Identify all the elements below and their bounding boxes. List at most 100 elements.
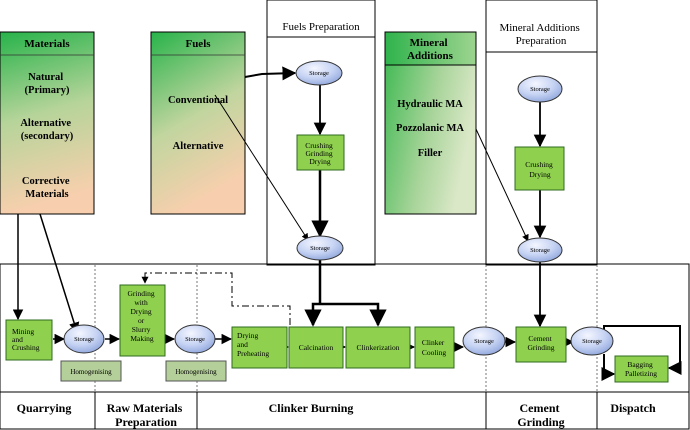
materials-item-alternative: Alternative (secondary) xyxy=(20,118,73,142)
calcination-box xyxy=(288,326,344,369)
clinkerization-box xyxy=(345,326,411,369)
stage-quarrying: Quarrying xyxy=(17,401,72,415)
mining-crushing-box xyxy=(5,319,53,361)
storage-ellipse-raw-2 xyxy=(174,324,216,354)
flow-lines xyxy=(12,66,682,381)
mineral-additions-title: Mineral Additions xyxy=(407,37,454,62)
flow-fuel-storage-to-calcination xyxy=(304,302,322,327)
materials-panel xyxy=(0,31,95,215)
materials-item-line: Alternative xyxy=(20,118,71,129)
flow-storage-to-bagging xyxy=(603,325,682,375)
flow-storage-to-bagging-lower xyxy=(601,354,616,381)
mineral-additions-preparation-header: Mineral Additions Preparation xyxy=(499,22,582,47)
fuels-panel xyxy=(150,31,246,215)
grinding-drying-line: or xyxy=(138,316,145,325)
bagging-box xyxy=(614,355,669,383)
storage-label: Storage xyxy=(310,245,330,252)
mineral-additions-preparation-line: Mineral Additions xyxy=(499,22,579,34)
storage-label: Storage xyxy=(530,247,550,254)
storage-label: Storage xyxy=(74,336,94,343)
mining-crushing-line: Mining xyxy=(12,327,34,336)
cement-grinding-box xyxy=(515,326,567,363)
fuels-title: Fuels xyxy=(185,38,211,50)
drying-preheating-line: Drying xyxy=(237,331,258,340)
clinker-cooling-label: Clinker Cooling xyxy=(422,338,447,357)
ma-item-filler: Filler xyxy=(418,148,443,159)
storage-label: Storage xyxy=(185,336,205,343)
fuels-crushing-box xyxy=(296,134,345,171)
grinding-drying-line: Grinding xyxy=(128,289,155,298)
storage-label: Storage xyxy=(582,338,602,345)
storage-ellipse-ma-bottom xyxy=(517,237,563,263)
fuels-crushing-line: Grinding xyxy=(306,149,333,158)
grinding-drying-line: Slurry xyxy=(132,325,151,334)
storage-label: Storage xyxy=(309,70,329,77)
mining-crushing-line: and xyxy=(12,335,23,344)
fuels-item-conventional: Conventional xyxy=(168,95,228,106)
fuels-item-alternative: Alternative xyxy=(173,141,224,152)
stage-bar xyxy=(0,391,690,430)
ma-crushing-box xyxy=(514,146,565,191)
grinding-drying-box xyxy=(119,284,166,357)
flow-materials-to-storage xyxy=(39,213,80,334)
ma-crushing-line: Crushing xyxy=(525,160,553,169)
stage-clinker-burning: Clinker Burning xyxy=(269,401,354,415)
drying-preheating-line: and xyxy=(237,340,248,349)
materials-item-line: Corrective xyxy=(22,176,70,187)
stage-raw-materials: Raw Materials Preparation xyxy=(107,401,186,429)
fuels-crushing-line: Crushing xyxy=(305,141,333,150)
fuels-preparation-header: Fuels Preparation xyxy=(282,21,360,33)
storage-label: Storage xyxy=(530,86,550,93)
ma-crushing-label: Crushing Drying xyxy=(525,160,554,179)
ma-crushing-line: Drying xyxy=(529,170,550,179)
mineral-additions-preparation-line: Preparation xyxy=(516,35,567,47)
cement-grinding-box-label: Cement Grinding xyxy=(527,334,554,352)
cement-grinding-box-line: Cement xyxy=(528,334,552,343)
stage-cement-grinding-line: Grinding xyxy=(517,415,564,429)
grinding-drying-line: Drying xyxy=(130,307,151,316)
grinding-drying-line: with xyxy=(134,298,148,307)
drying-preheating-box xyxy=(231,326,288,369)
mining-crushing-line: Crushing xyxy=(12,343,40,352)
cement-grinding-box-line: Grinding xyxy=(527,343,554,352)
bagging-line: Palletizing xyxy=(625,369,657,378)
materials-title: Materials xyxy=(24,38,70,50)
clinker-cooling-box xyxy=(414,326,455,369)
flow-recirculation-line xyxy=(141,272,291,325)
stage-raw-materials-line: Preparation xyxy=(115,415,177,429)
storage-ellipse-ma-top xyxy=(517,75,563,103)
clinker-cooling-line: Cooling xyxy=(422,348,446,357)
grinding-drying-label: Grinding with Drying or Slurry Making xyxy=(128,289,157,343)
drying-preheating-label: Drying and Preheating xyxy=(237,331,269,358)
storage-ellipse-cement xyxy=(570,326,614,356)
fuels-crushing-label: Crushing Grinding Drying xyxy=(305,141,334,166)
materials-item-line: (secondary) xyxy=(21,131,74,142)
flow-fuel-storage-to-clinkerization xyxy=(320,302,387,327)
stage-raw-materials-line: Raw Materials xyxy=(107,401,183,415)
ma-item-pozzolanic: Pozzolanic MA xyxy=(396,123,464,134)
process-boxes xyxy=(5,134,669,383)
mineral-additions-title-line: Additions xyxy=(407,50,454,62)
storage-ellipse-fuel-bottom xyxy=(296,235,344,261)
materials-item-line: Natural xyxy=(28,72,63,83)
homogenising-label-2: Homogenising xyxy=(175,368,217,376)
ma-item-hydraulic: Hydraulic MA xyxy=(397,99,463,110)
materials-item-natural: Natural (Primary) xyxy=(25,72,70,96)
materials-item-line: (Primary) xyxy=(25,85,70,96)
bagging-line: Bagging xyxy=(627,360,653,369)
flow-ma-panel-to-storage xyxy=(475,128,529,242)
storage-ellipse-raw-1 xyxy=(63,324,105,354)
stage-cement-grinding-line: Cement xyxy=(520,401,560,415)
materials-item-corrective: Corrective Materials xyxy=(22,176,72,200)
mineral-additions-title-line: Mineral xyxy=(410,37,448,49)
homogenising-box-1 xyxy=(60,360,122,382)
calcination-label: Calcination xyxy=(299,343,334,352)
mineral-additions-frame xyxy=(485,0,598,266)
homogenising-label-1: Homogenising xyxy=(70,368,112,376)
grinding-drying-line: Making xyxy=(130,334,154,343)
storage-ellipse-clinker xyxy=(462,326,506,356)
mining-crushing-label: Mining and Crushing xyxy=(12,327,40,352)
storage-label: Storage xyxy=(474,338,494,345)
stage-dispatch: Dispatch xyxy=(610,401,656,415)
